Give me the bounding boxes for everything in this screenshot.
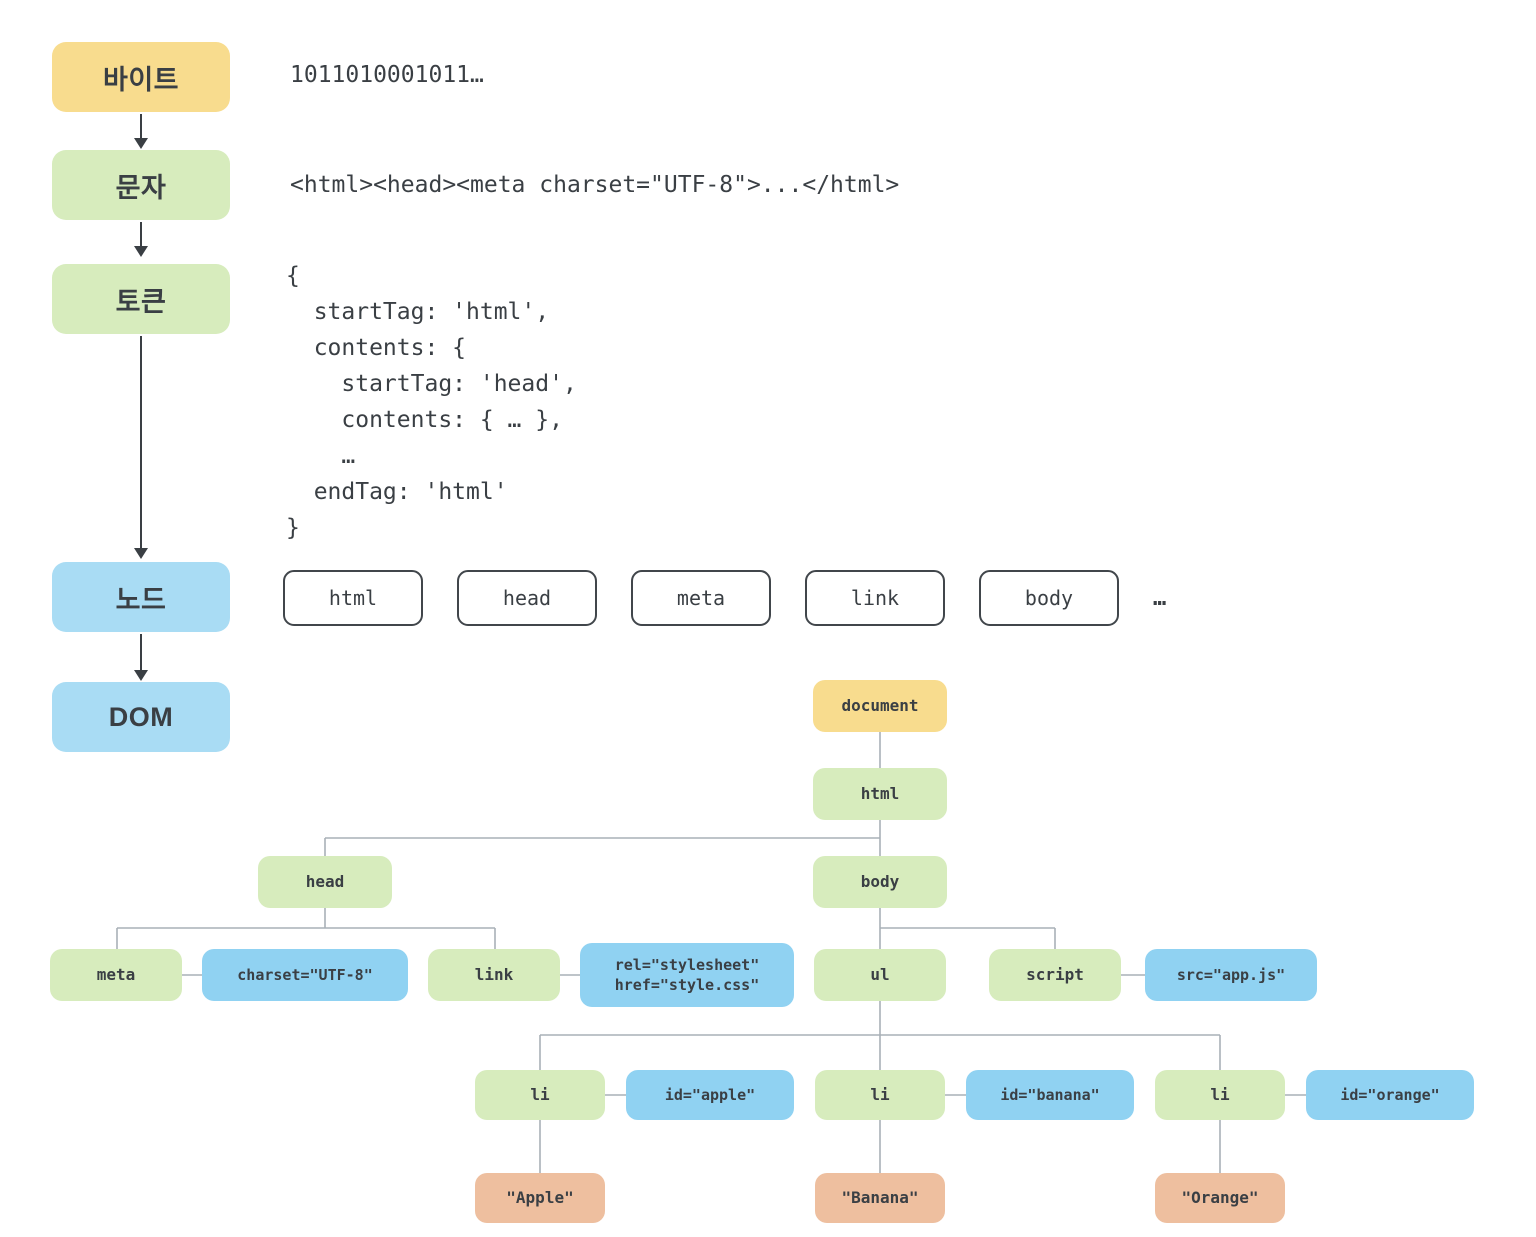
arrow-down-icon xyxy=(134,670,148,681)
tree-attr-script-src: src="app.js" xyxy=(1145,949,1317,1001)
arrow-down-icon xyxy=(140,222,142,248)
tree-node-script: script xyxy=(989,949,1121,1001)
pipeline-step-tokens: 토큰 xyxy=(52,264,230,334)
tree-node-document: document xyxy=(813,680,947,732)
tree-text-banana: "Banana" xyxy=(815,1173,945,1223)
node-box-meta: meta xyxy=(631,570,771,626)
node-box-head: head xyxy=(457,570,597,626)
arrow-down-icon xyxy=(134,548,148,559)
tree-node-meta: meta xyxy=(50,949,182,1001)
tree-attr-meta-charset: charset="UTF-8" xyxy=(202,949,408,1001)
token-code-block: { startTag: 'html', contents: { startTag… xyxy=(286,263,577,541)
tree-node-body: body xyxy=(813,856,947,908)
tree-node-li-orange: li xyxy=(1155,1070,1285,1120)
tree-node-head: head xyxy=(258,856,392,908)
tree-node-link: link xyxy=(428,949,560,1001)
link-href-attr: href="style.css" xyxy=(614,976,760,994)
arrow-down-icon xyxy=(140,114,142,140)
tree-node-html: html xyxy=(813,768,947,820)
node-row-ellipsis: … xyxy=(1153,585,1167,611)
arrow-down-icon xyxy=(134,246,148,257)
tree-text-orange: "Orange" xyxy=(1155,1173,1285,1223)
node-row: html head meta link body … xyxy=(283,570,1166,626)
tree-node-li-banana: li xyxy=(815,1070,945,1120)
bytes-stream-text: 1011010001011… xyxy=(290,62,484,88)
arrow-down-icon xyxy=(134,138,148,149)
pipeline-step-characters: 문자 xyxy=(52,150,230,220)
tree-node-li-apple: li xyxy=(475,1070,605,1120)
character-stream-text: <html><head><meta charset="UTF-8">...</h… xyxy=(290,172,900,198)
tree-attr-li-id-orange: id="orange" xyxy=(1306,1070,1474,1120)
tree-node-ul: ul xyxy=(814,949,946,1001)
tree-text-apple: "Apple" xyxy=(475,1173,605,1223)
arrow-down-icon xyxy=(140,634,142,672)
arrow-down-icon xyxy=(140,336,142,550)
tree-attr-link-rel-href: rel="stylesheet" href="style.css" xyxy=(580,943,794,1007)
tree-attr-li-id-apple: id="apple" xyxy=(626,1070,794,1120)
tree-attr-li-id-banana: id="banana" xyxy=(966,1070,1134,1120)
link-rel-attr: rel="stylesheet" xyxy=(614,956,760,974)
node-box-link: link xyxy=(805,570,945,626)
pipeline-step-dom: DOM xyxy=(52,682,230,752)
pipeline-step-nodes: 노드 xyxy=(52,562,230,632)
node-box-body: body xyxy=(979,570,1119,626)
pipeline-step-bytes: 바이트 xyxy=(52,42,230,112)
node-box-html: html xyxy=(283,570,423,626)
